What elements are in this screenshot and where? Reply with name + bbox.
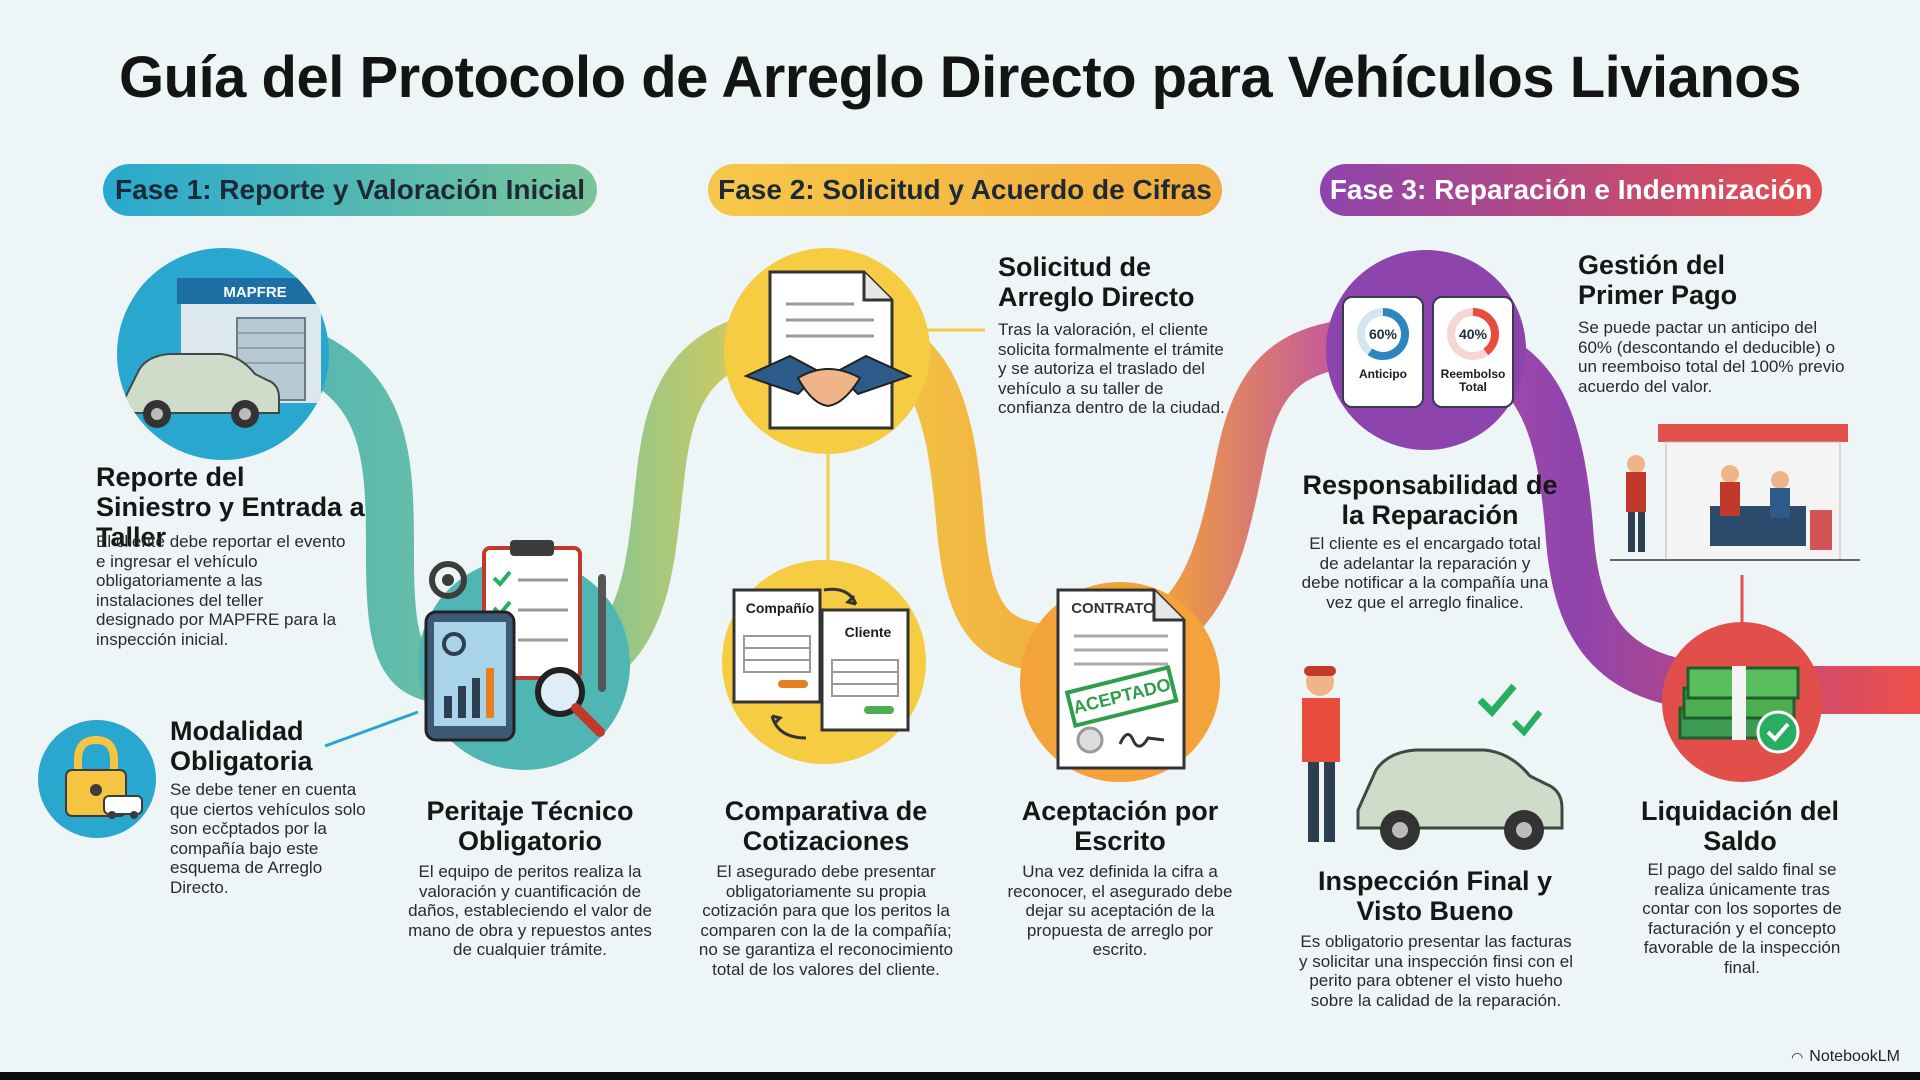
solicitud-title: Solicitud de Arreglo Directo xyxy=(998,252,1195,312)
anticipo-label: Anticipo xyxy=(1359,367,1407,381)
reporte-text: El cliente debe reportar el evento e ing… xyxy=(96,532,346,649)
gestion-title: Gestión del Primer Pago xyxy=(1578,250,1738,310)
workshop-illustration xyxy=(1610,424,1860,561)
aceptacion-text: Una vez definida la cifra a reconocer, e… xyxy=(1007,862,1233,959)
modalidad-title: Modalidad Obligatoria xyxy=(170,716,313,776)
inspeccion-title: Inspección Final y Visto Bueno xyxy=(1317,866,1553,926)
liquidacion-circle xyxy=(1662,622,1822,782)
anticipo-value: 60% xyxy=(1369,326,1398,342)
inspection-car-illustration xyxy=(1302,666,1564,850)
aceptacion-title: Aceptación por Escrito xyxy=(1021,796,1219,856)
phase-3-pill: Fase 3: Reparación e Indemnización xyxy=(1320,164,1822,216)
inspection-tools-icon xyxy=(424,540,606,742)
peritaje-circle xyxy=(418,540,630,770)
connector-modalidad xyxy=(324,710,419,748)
watermark-text: NotebookLM xyxy=(1809,1048,1900,1065)
phase-2-pill: Fase 2: Solicitud y Acuerdo de Cifras xyxy=(708,164,1222,216)
handshake-document-icon xyxy=(743,270,913,430)
garage-icon xyxy=(124,278,327,428)
responsabilidad-text: El cliente es el encargado total de adel… xyxy=(1301,534,1549,612)
quotes-compare-icon xyxy=(732,587,910,740)
inspeccion-text: Es obligatorio presentar las facturas y … xyxy=(1298,932,1574,1010)
lock-icon xyxy=(65,735,143,819)
solicitud-circle xyxy=(724,248,930,454)
modalidad-text: Se debe tener en cuenta que ciertos vehí… xyxy=(170,780,366,897)
liquidacion-title: Liquidación del Saldo xyxy=(1640,796,1839,856)
solicitud-text: Tras la valoración, el cliente solicita … xyxy=(998,320,1225,417)
comparativa-circle: Compañío Cliente xyxy=(722,560,926,764)
reembolso-label: Reembolso Total xyxy=(1440,367,1506,394)
contract-header: CONTRATO xyxy=(1071,600,1155,617)
doc-cliente-label: Cliente xyxy=(844,624,892,640)
peritaje-title: Peritaje Técnico Obligatorio xyxy=(426,796,634,856)
signed-contract-icon xyxy=(1056,588,1186,770)
responsabilidad-title: Responsabilidad de la Reparación xyxy=(1302,470,1558,530)
phase-1-pill: Fase 1: Reporte y Valoración Inicial xyxy=(103,164,597,216)
reporte-title: Reporte del Siniestro y Entrada a Taller xyxy=(96,462,365,552)
reembolso-ring: 40% xyxy=(1447,308,1499,360)
doc-compania-label: Compañío xyxy=(745,600,815,616)
mapfre-sign: MAPFRE xyxy=(223,284,287,301)
anticipo-ring: 60% xyxy=(1357,308,1409,360)
anticipo-card: 60% Anticipo xyxy=(1342,296,1424,408)
modalidad-circle xyxy=(38,720,156,838)
reembolso-card: 40% Reembolso Total xyxy=(1432,296,1514,408)
aceptacion-circle: CONTRATO ACEPTADO xyxy=(1020,582,1220,782)
peritaje-text: El equipo de peritos realiza la valoraci… xyxy=(408,862,652,959)
reembolso-value: 40% xyxy=(1459,326,1488,342)
money-stack-icon xyxy=(1678,666,1800,754)
bottom-bar xyxy=(0,1072,1920,1080)
comparativa-title: Comparativa de Cotizaciones xyxy=(724,796,928,856)
gestion-text: Se puede pactar un anticipo del 60% (des… xyxy=(1578,318,1845,396)
reporte-circle: MAPFRE xyxy=(117,248,329,460)
comparativa-text: El asegurado debe presentar obligatoriam… xyxy=(698,862,954,979)
liquidacion-text: El pago del saldo final se realiza única… xyxy=(1642,860,1842,977)
notebooklm-watermark: ◠ NotebookLM xyxy=(1791,1048,1900,1066)
page-title: Guía del Protocolo de Arreglo Directo pa… xyxy=(119,45,1801,110)
notebooklm-logo-icon: ◠ xyxy=(1791,1048,1804,1065)
